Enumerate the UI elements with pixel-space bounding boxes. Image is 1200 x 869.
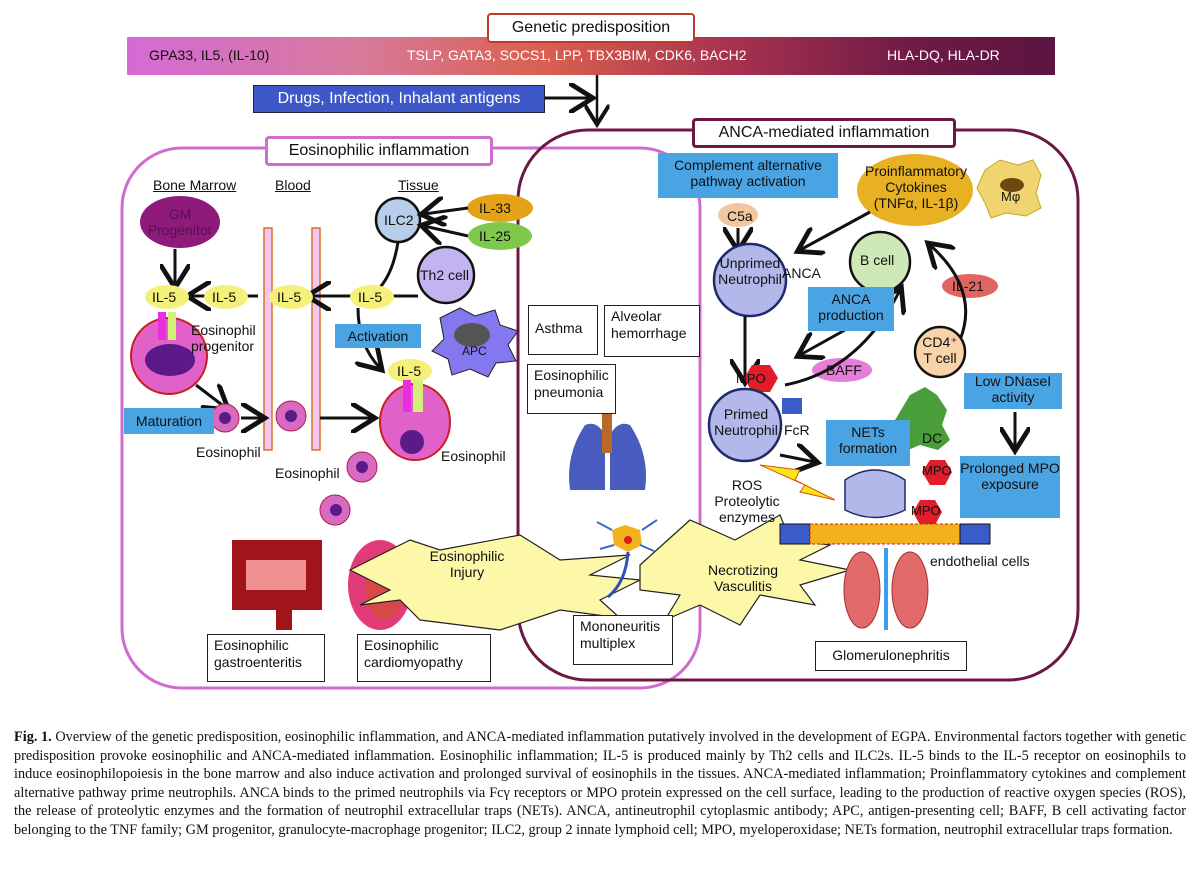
il5-label-2: IL-5 — [212, 289, 237, 305]
genes-right: HLA-DQ, HLA-DR — [887, 47, 1000, 63]
mpo-label-1: MPO — [736, 371, 766, 386]
il5-label-1: IL-5 — [152, 289, 177, 305]
ros-label: ROS Proteolytic enzymes — [714, 477, 780, 526]
eosinophilic-injury-burst — [348, 534, 643, 631]
environment-box: Drugs, Infection, Inhalant antigens — [253, 85, 545, 113]
egpa-diagram: GPA33, IL5, (IL-10) TSLP, GATA3, SOCS1, … — [120, 13, 1080, 690]
cytokines-label: Proinflammatory Cytokines (TNFα, IL-1β) — [865, 163, 967, 212]
column-blood: Blood — [275, 177, 311, 193]
cd4-t-cell — [913, 325, 967, 379]
column-tissue: Tissue — [398, 177, 439, 193]
gm-progenitor-cell — [140, 196, 220, 248]
gastroenteritis-box: Eosinophilic gastroenteritis — [207, 634, 325, 682]
macrophage-label: Mφ — [1001, 189, 1021, 204]
il25-label: IL-25 — [479, 228, 511, 244]
endothelial-label: endothelial cells — [930, 553, 1030, 569]
unprimed-neutrophil-label: Unprimed Neutrophil — [718, 255, 782, 288]
primed-neutrophil-label: Primed Neutrophil — [714, 406, 778, 439]
prolonged-mpo-box: Prolonged MPO exposure — [960, 456, 1060, 518]
il5-label-4: IL-5 — [358, 289, 383, 305]
alveolar-hemorrhage-box: Alveolar hemorrhage — [604, 305, 700, 357]
cd4-label: CD4⁺ T cell — [922, 334, 958, 367]
anca-title: ANCA-mediated inflammation — [692, 118, 956, 148]
ros-lightning — [759, 464, 836, 501]
mpo-label-2: MPO — [922, 463, 952, 478]
maturation-box: Maturation — [124, 408, 214, 434]
net-neutrophil — [844, 469, 906, 519]
caption-text: Overview of the genetic predisposition, … — [14, 729, 1186, 838]
endothelium — [779, 523, 991, 545]
mononeuritis-box: Mononeuritis multiplex — [573, 615, 673, 665]
asthma-box: Asthma — [528, 305, 598, 355]
caption-label: Fig. 1. — [14, 729, 52, 745]
gm-progenitor-label: GM Progenitor — [147, 206, 213, 239]
diagram-graphics — [120, 75, 1080, 690]
genetic-title: Genetic predisposition — [487, 13, 695, 43]
eosinophil-label-3: Eosinophil — [441, 448, 506, 464]
anca-label: ANCA — [782, 265, 821, 281]
genetic-gradient-bar: GPA33, IL5, (IL-10) TSLP, GATA3, SOCS1, … — [127, 37, 1055, 75]
mpo-octagon — [744, 365, 778, 392]
baff-label: BAFF — [826, 362, 862, 378]
dc-label: DC — [922, 430, 943, 446]
unprimed-neutrophil-cell — [712, 242, 788, 318]
eosinophil-label-1: Eosinophil — [196, 444, 261, 460]
primed-neutrophil-cell — [707, 387, 783, 463]
complement-box: Complement alternative pathway activatio… — [658, 153, 838, 198]
th2-label: Th2 cell — [420, 267, 470, 283]
ilc2-label: ILC2 — [384, 212, 414, 228]
c5a-label: C5a — [727, 208, 753, 224]
b-cell-label: B cell — [860, 252, 895, 268]
nets-formation-box: NETs formation — [826, 420, 910, 466]
blood-vessel — [263, 227, 321, 451]
eosinophil-small — [210, 400, 378, 526]
figure-caption: Fig. 1. Overview of the genetic predispo… — [14, 728, 1186, 839]
th2-cell — [416, 245, 476, 305]
column-bone-marrow: Bone Marrow — [153, 177, 237, 193]
eosinophilic-pneumonia-box: Eosinophilic pneumonia — [527, 364, 616, 414]
il5-label-3: IL-5 — [277, 289, 302, 305]
neuron-icon — [596, 519, 658, 599]
cardiomyopathy-box: Eosinophilic cardiomyopathy — [357, 634, 491, 682]
fcr-label: FcR — [784, 422, 810, 438]
vasculitis-label: Necrotizing Vasculitis — [707, 562, 779, 595]
eosinophil-label-2: Eosinophil — [275, 465, 340, 481]
cytokine-ellipse — [857, 154, 973, 226]
activation-box: Activation — [335, 324, 421, 348]
lungs-icon — [569, 405, 646, 490]
mpo-label-3: MPO — [911, 503, 941, 518]
il5-label-5: IL-5 — [397, 363, 422, 379]
il33-label: IL-33 — [479, 200, 511, 216]
glomerulonephritis-box: Glomerulonephritis — [815, 641, 967, 671]
anca-production-box: ANCA production — [808, 287, 894, 331]
genes-left: GPA33, IL5, (IL-10) — [149, 47, 270, 63]
eosinophilic-title: Eosinophilic inflammation — [265, 136, 493, 166]
genes-middle: TSLP, GATA3, SOCS1, LPP, TBX3BIM, CDK6, … — [407, 47, 747, 63]
il21-label: IL-21 — [952, 278, 984, 294]
eosinophilic-injury-label: Eosinophilic Injury — [429, 548, 505, 581]
complement-c5a — [718, 203, 758, 227]
eosinophil-progenitor-label: Eosinophil progenitor — [191, 322, 256, 355]
apc-label: APC — [462, 344, 487, 358]
kidney-icon — [843, 548, 929, 630]
low-dnase-box: Low DNaseI activity — [964, 373, 1062, 409]
